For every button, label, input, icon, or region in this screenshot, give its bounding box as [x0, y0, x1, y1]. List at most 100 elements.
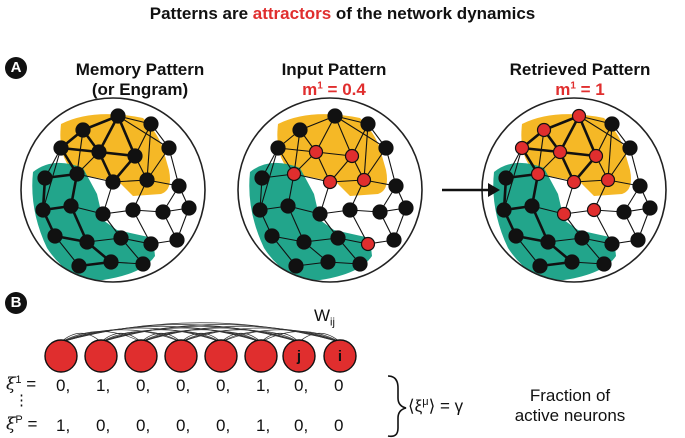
pattern-value: 0,: [294, 376, 309, 395]
neuron: [327, 108, 343, 124]
curly-brace: [387, 375, 407, 438]
overlap-sup: 1: [317, 80, 323, 92]
active-neuron: [600, 172, 616, 188]
pattern-value: 0,: [216, 376, 231, 395]
neuron-node: [124, 339, 158, 373]
neuron: [143, 236, 159, 252]
neuron: [135, 256, 151, 272]
neuron: [264, 228, 280, 244]
active-neuron: [286, 166, 302, 182]
synapse-edge: [578, 115, 631, 149]
overlap-input: m1 = 0.4: [234, 80, 434, 100]
neuron: [69, 166, 85, 182]
neuron-node: [164, 339, 198, 373]
neuron: [378, 140, 394, 156]
neuron: [169, 232, 185, 248]
neuron: [155, 204, 171, 220]
active-neuron: [586, 202, 602, 218]
weight-arc: [140, 327, 300, 343]
neuron-node: [323, 339, 357, 373]
pattern-p-label: ξP =: [6, 414, 38, 435]
neuron: [360, 116, 376, 132]
neuron: [103, 254, 119, 270]
engram-region-teal: [493, 162, 616, 281]
weight-arc: [100, 329, 222, 343]
active-neuron: [536, 122, 552, 138]
neuron-node: [44, 339, 78, 373]
neuron: [330, 230, 346, 246]
synapse-edge: [146, 123, 152, 181]
neuron: [270, 140, 286, 156]
network-title-line1: Retrieved Pattern: [509, 60, 651, 79]
network-title-line1: Input Pattern: [281, 60, 387, 79]
weight-symbol: W: [314, 306, 331, 325]
weight-arc: [220, 329, 341, 343]
neuron: [110, 108, 126, 124]
synapse-edge: [117, 115, 170, 149]
neuron: [632, 178, 648, 194]
neuron: [386, 232, 402, 248]
caption-line1: Fraction of: [529, 386, 611, 405]
weight-subscript: ij: [330, 316, 335, 329]
neuron: [352, 256, 368, 272]
neuron: [574, 230, 590, 246]
pattern-value: 0: [334, 376, 344, 395]
neuron: [252, 202, 268, 218]
neuron: [127, 148, 143, 164]
active-neuron: [571, 108, 587, 124]
neuron: [642, 200, 658, 216]
neuron-node: [84, 339, 118, 373]
weight-arc: [260, 331, 341, 343]
panel-a-badge: A: [5, 57, 27, 79]
active-neuron: [556, 206, 572, 222]
neuron: [292, 122, 308, 138]
mean-activity-expression: ⟨ξμ⟩ = γ: [408, 396, 463, 417]
overlap-symbol: m: [555, 80, 571, 99]
overlap-sup: 1: [570, 80, 576, 92]
overlap-value: = 1: [575, 80, 605, 99]
neuron: [53, 140, 69, 156]
neuron: [125, 202, 141, 218]
panel-b-badge: B: [5, 292, 27, 314]
figure-title: Patterns are attractors of the network d…: [0, 4, 685, 24]
neuron: [604, 236, 620, 252]
network-diagram: [237, 97, 423, 283]
pattern-value: 0: [334, 416, 344, 435]
neuron: [496, 202, 512, 218]
neuron: [604, 116, 620, 132]
pattern-sup: 1: [15, 374, 22, 386]
mean-sup: μ: [422, 396, 429, 408]
pattern-value: 0,: [216, 416, 231, 435]
title-suffix: of the network dynamics: [331, 4, 536, 23]
weight-connections: [60, 322, 341, 343]
weight-arc: [140, 325, 341, 343]
weight-arc: [60, 322, 341, 343]
pattern-value: 1,: [56, 416, 71, 435]
neuron: [79, 234, 95, 250]
pattern-value: 0,: [136, 416, 151, 435]
neuron: [524, 198, 540, 214]
neuron: [91, 144, 107, 160]
pattern-value: 0,: [136, 376, 151, 395]
neuron: [161, 140, 177, 156]
mean-open: ⟨ξ: [408, 396, 423, 416]
weight-arc: [260, 332, 300, 343]
active-neuron: [308, 144, 324, 160]
neuron: [288, 258, 304, 274]
weight-arc: [60, 332, 102, 343]
active-neuron: [360, 236, 376, 252]
overlap-value: = 0.4: [322, 80, 366, 99]
neuron: [498, 170, 514, 186]
pattern-value: 0,: [176, 416, 191, 435]
weight-arc: [298, 332, 341, 343]
neuron: [342, 202, 358, 218]
neuron: [596, 256, 612, 272]
network-title-line2: (or Engram): [91, 80, 189, 99]
pattern-symbol: ξ: [6, 374, 16, 395]
pattern-value: 1,: [256, 416, 271, 435]
network-diagram: [481, 97, 667, 283]
neuron: [75, 122, 91, 138]
pattern-1-label: ξ1 =: [6, 374, 37, 395]
arrow-head: [488, 183, 500, 197]
